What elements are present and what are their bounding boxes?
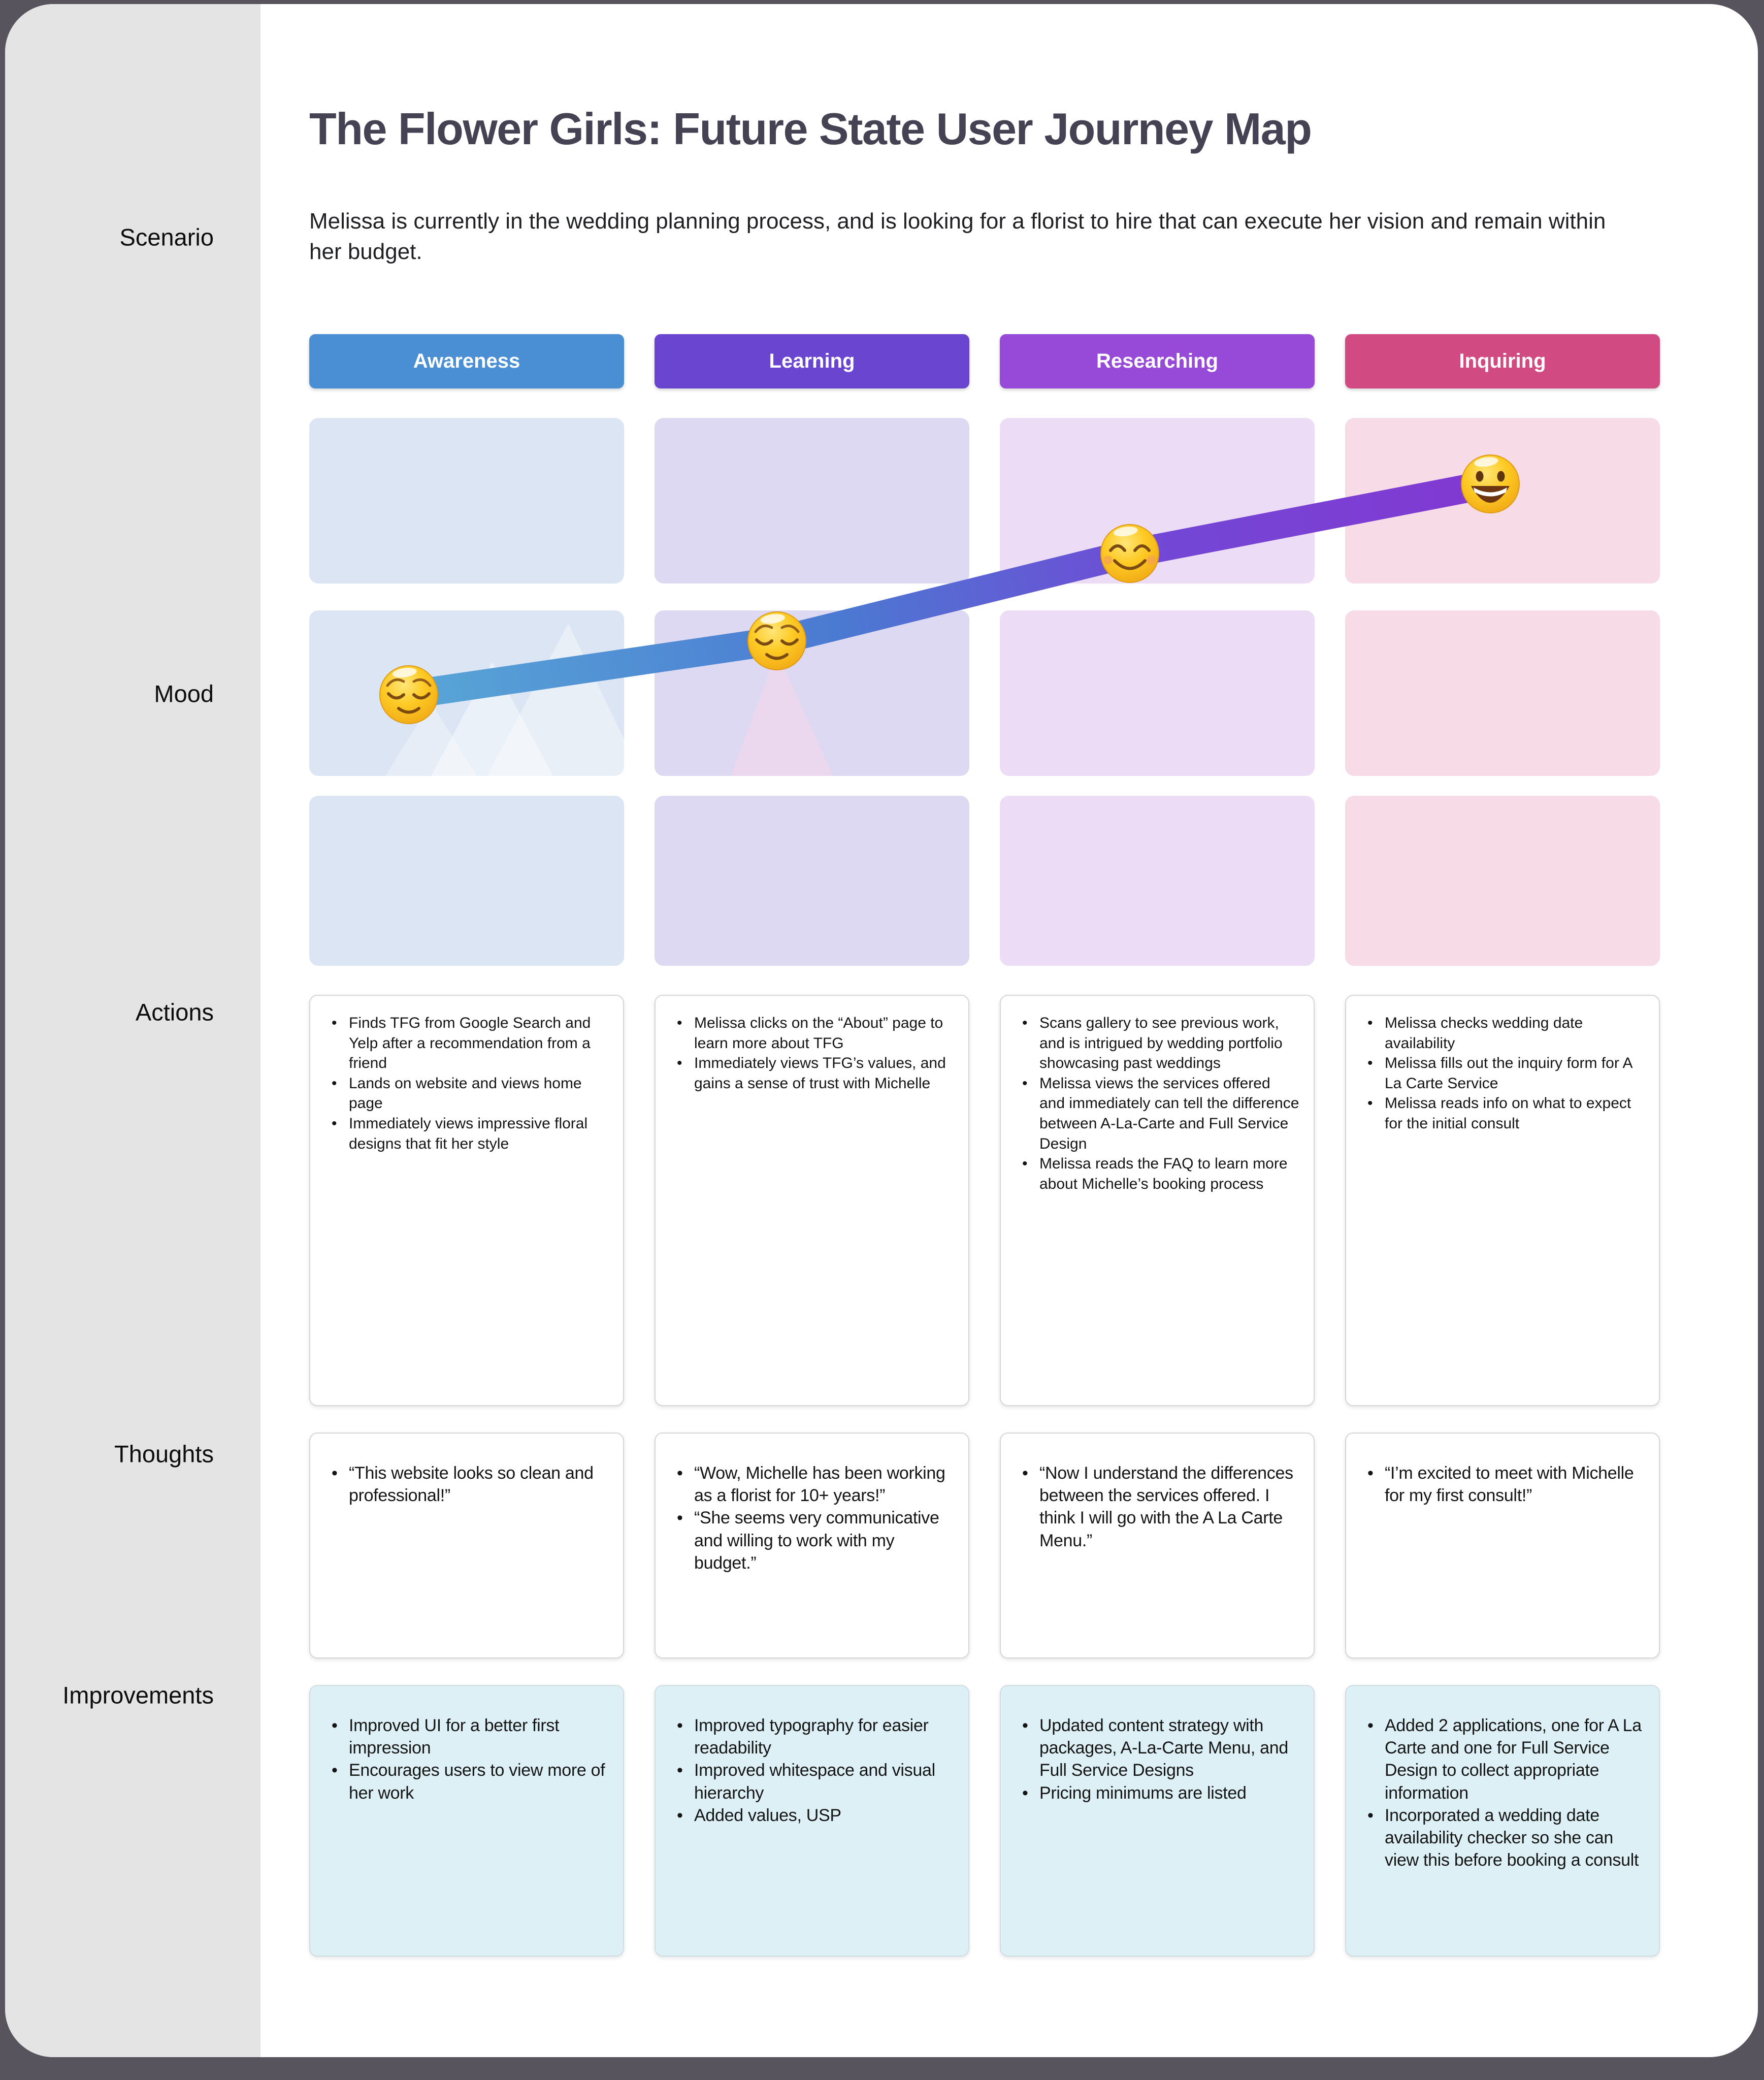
- improvements-card-2: Improved typography for easier readabili…: [655, 1685, 969, 1957]
- stage-header-awareness: Awareness: [309, 334, 624, 388]
- bullet-item: Incorporated a wedding date availability…: [1361, 1804, 1645, 1872]
- bullet-item: Lands on website and views home page: [325, 1074, 609, 1114]
- stage-header-learning: Learning: [655, 334, 969, 388]
- mood-cell: [1345, 418, 1660, 583]
- mood-cell: [309, 610, 624, 776]
- improvements-card-3: Updated content strategy with packages, …: [1000, 1685, 1315, 1957]
- bullet-item: “I’m excited to meet with Michelle for m…: [1361, 1462, 1645, 1507]
- sidebar-label-mood: Mood: [154, 680, 214, 707]
- bullet-item: Updated content strategy with packages, …: [1016, 1714, 1299, 1782]
- mood-cell: [309, 796, 624, 966]
- sidebar-label-scenario: Scenario: [119, 223, 214, 251]
- bullet-item: Melissa clicks on the “About” page to le…: [671, 1013, 954, 1053]
- bullet-item: Melissa reads info on what to expect for…: [1361, 1093, 1645, 1133]
- bullet-item: Improved whitespace and visual hierarchy: [671, 1759, 954, 1804]
- bullet-item: Improved typography for easier readabili…: [671, 1714, 954, 1759]
- page-title: The Flower Girls: Future State User Jour…: [309, 104, 1312, 154]
- bullet-item: Melissa views the services offered and i…: [1016, 1074, 1299, 1154]
- mood-cell: [309, 418, 624, 583]
- bullet-item: Added 2 applications, one for A La Carte…: [1361, 1714, 1645, 1804]
- thoughts-card-3: “Now I understand the differences betwee…: [1000, 1433, 1315, 1659]
- bullet-item: “This website looks so clean and profess…: [325, 1462, 609, 1507]
- actions-cards-row: Finds TFG from Google Search and Yelp af…: [309, 995, 1660, 1406]
- bullet-item: “She seems very communicative and willin…: [671, 1507, 954, 1574]
- mood-cells-row-top: [309, 418, 1660, 583]
- mood-cell: [655, 610, 969, 776]
- mood-cell: [1000, 418, 1315, 583]
- bullet-item: Melissa fills out the inquiry form for A…: [1361, 1053, 1645, 1093]
- mood-cell: [1000, 796, 1315, 966]
- actions-card-3: Scans gallery to see previous work, and …: [1000, 995, 1315, 1406]
- sidebar-label-thoughts: Thoughts: [114, 1440, 214, 1468]
- sidebar-label-actions: Actions: [135, 998, 214, 1026]
- thoughts-cards-row: “This website looks so clean and profess…: [309, 1433, 1660, 1659]
- bullet-item: Encourages users to view more of her wor…: [325, 1759, 609, 1804]
- mood-cells-row-middle: [309, 610, 1660, 776]
- mood-cell: [1000, 610, 1315, 776]
- bullet-item: Immediately views TFG’s values, and gain…: [671, 1053, 954, 1093]
- thoughts-card-1: “This website looks so clean and profess…: [309, 1433, 624, 1659]
- scenario-text: Melissa is currently in the wedding plan…: [309, 209, 1606, 264]
- actions-card-1: Finds TFG from Google Search and Yelp af…: [309, 995, 624, 1406]
- stage-header-inquiring: Inquiring: [1345, 334, 1660, 388]
- sidebar-label-improvements: Improvements: [62, 1681, 214, 1709]
- improvements-cards-row: Improved UI for a better first impressio…: [309, 1685, 1660, 1957]
- bullet-item: “Now I understand the differences betwee…: [1016, 1462, 1299, 1552]
- bullet-item: Added values, USP: [671, 1804, 954, 1827]
- actions-card-2: Melissa clicks on the “About” page to le…: [655, 995, 969, 1406]
- mood-cell: [1345, 610, 1660, 776]
- thoughts-card-2: “Wow, Michelle has been working as a flo…: [655, 1433, 969, 1659]
- bullet-item: Melissa checks wedding date availability: [1361, 1013, 1645, 1053]
- bullet-item: Melissa reads the FAQ to learn more abou…: [1016, 1154, 1299, 1194]
- bullet-item: Finds TFG from Google Search and Yelp af…: [325, 1013, 609, 1074]
- bullet-item: “Wow, Michelle has been working as a flo…: [671, 1462, 954, 1507]
- mood-cell: [1345, 796, 1660, 966]
- bullet-item: Scans gallery to see previous work, and …: [1016, 1013, 1299, 1074]
- thoughts-card-4: “I’m excited to meet with Michelle for m…: [1345, 1433, 1660, 1659]
- bullet-item: Improved UI for a better first impressio…: [325, 1714, 609, 1759]
- bullet-item: Immediately views impressive floral desi…: [325, 1114, 609, 1154]
- mood-cell: [655, 796, 969, 966]
- stage-headers-row: Awareness Learning Researching Inquiring: [309, 334, 1660, 388]
- stage-header-researching: Researching: [1000, 334, 1315, 388]
- improvements-card-4: Added 2 applications, one for A La Carte…: [1345, 1685, 1660, 1957]
- improvements-card-1: Improved UI for a better first impressio…: [309, 1685, 624, 1957]
- actions-card-4: Melissa checks wedding date availability…: [1345, 995, 1660, 1406]
- bullet-item: Pricing minimums are listed: [1016, 1782, 1299, 1804]
- mood-cells-row-bottom: [309, 796, 1660, 966]
- mood-cell: [655, 418, 969, 583]
